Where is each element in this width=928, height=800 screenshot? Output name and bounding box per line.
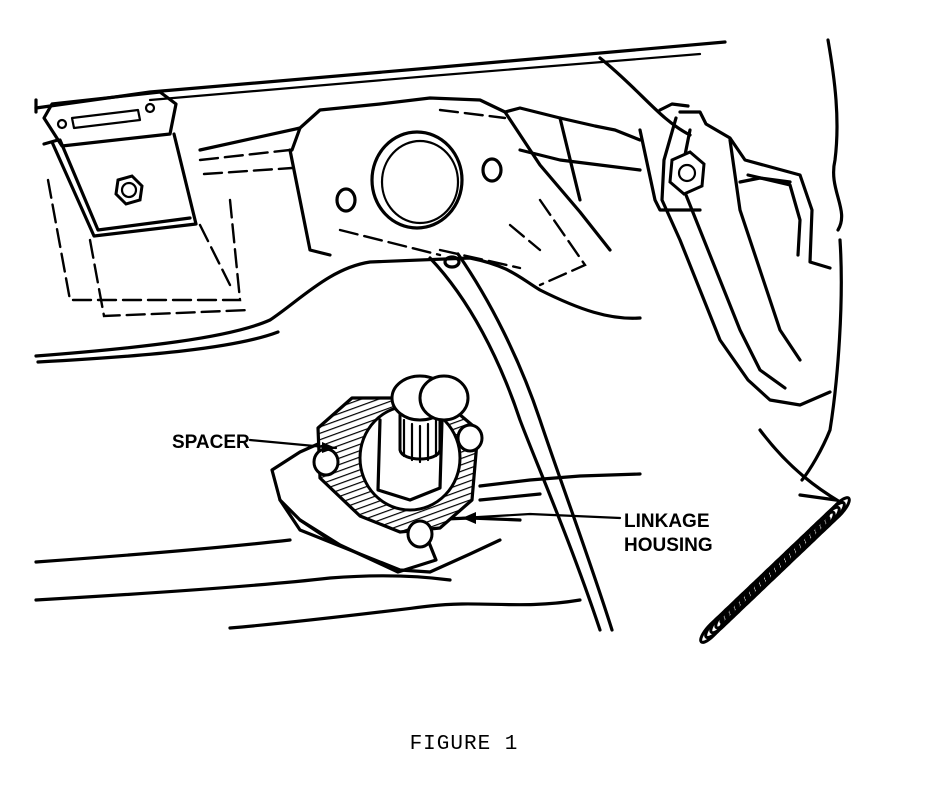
return-spring [699, 496, 851, 644]
linkage-housing-label-line1: LINKAGE [624, 511, 710, 532]
spring-coil [825, 496, 851, 524]
bracket-bolt [114, 174, 144, 206]
frame-crossmember [34, 96, 702, 364]
linkage-rod [428, 252, 614, 632]
callout-leaders [248, 438, 622, 524]
linkage-housing-assembly [270, 374, 522, 574]
pedal-lever [658, 102, 843, 482]
figure-caption: FIGURE 1 [409, 733, 519, 756]
gusset-plate [335, 130, 503, 269]
pedal-bolt [668, 150, 706, 196]
spacer-label: SPACER [172, 432, 250, 453]
shift-shaft [358, 374, 470, 512]
left-mount-bracket [42, 90, 252, 318]
linkage-housing-label-line2: HOUSING [624, 535, 713, 556]
lower-frame-rails [34, 428, 842, 630]
